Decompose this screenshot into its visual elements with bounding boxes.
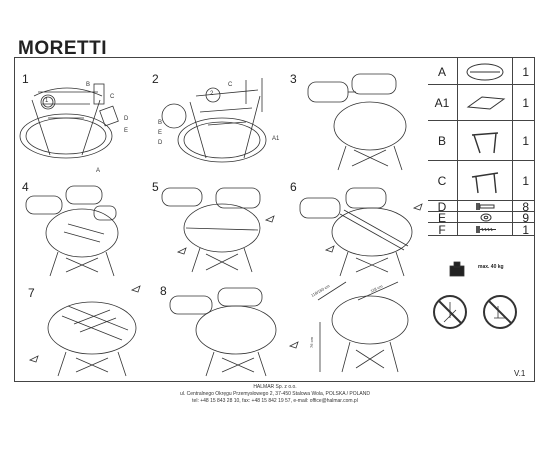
part-letter: A1 bbox=[434, 96, 450, 110]
step-number: 3 bbox=[290, 72, 297, 86]
part-qty: 8 bbox=[522, 200, 529, 214]
step-number: 7 bbox=[28, 286, 35, 300]
step-7-illustration bbox=[28, 285, 141, 377]
callout-label: E bbox=[158, 130, 163, 136]
leg-frame-c-icon bbox=[471, 172, 499, 194]
washer-icon bbox=[480, 213, 492, 222]
max-load-label: max. 40 kg bbox=[478, 264, 504, 270]
step-2-illustration bbox=[161, 78, 267, 163]
callout-label: C bbox=[110, 94, 115, 100]
footer-address: ul. Centralnego Okręgu Przemysłowego 2, … bbox=[179, 391, 370, 397]
part-letter: E bbox=[437, 211, 446, 225]
callout-label: E bbox=[124, 128, 129, 134]
tabletop-icon bbox=[466, 63, 504, 81]
callout-label: B bbox=[158, 120, 163, 126]
callout-label: D bbox=[124, 116, 129, 122]
callout-label: C bbox=[228, 82, 233, 88]
bolt-icon bbox=[476, 203, 495, 210]
document-title: MORETTI bbox=[18, 38, 107, 59]
callout-label: 1 bbox=[45, 98, 49, 104]
step-5-illustration bbox=[161, 187, 275, 273]
step-number: 4 bbox=[22, 180, 29, 194]
screw-icon bbox=[476, 226, 496, 233]
callout-label: D bbox=[158, 140, 163, 146]
footer-contact: tel: +48 15 843 28 10, fax: +48 15 842 1… bbox=[192, 398, 358, 404]
step-number: 2 bbox=[152, 72, 159, 86]
part-letter: B bbox=[437, 134, 446, 148]
leg-frame-b-icon bbox=[471, 132, 499, 154]
part-letter: A bbox=[437, 65, 446, 79]
callout-label: A1 bbox=[272, 136, 280, 142]
part-qty: 9 bbox=[522, 211, 529, 225]
callout-label: 2 bbox=[210, 91, 214, 97]
step-1-illustration bbox=[19, 83, 119, 159]
callout-circle bbox=[42, 96, 54, 108]
part-qty: 1 bbox=[522, 65, 529, 79]
callout-label: A bbox=[96, 168, 101, 174]
version-label: V.1 bbox=[514, 369, 526, 378]
step-number: 8 bbox=[160, 284, 167, 298]
instruction-sheet bbox=[14, 57, 535, 382]
weight-icon bbox=[449, 261, 465, 277]
step-3-illustration bbox=[307, 73, 407, 171]
step-4-illustration bbox=[25, 185, 119, 277]
step-number: 1 bbox=[22, 72, 29, 86]
step-number: 5 bbox=[152, 180, 159, 194]
part-row: D 8 bbox=[428, 200, 535, 214]
part-row: B 1 bbox=[428, 121, 535, 161]
step-number: 6 bbox=[290, 180, 297, 194]
part-row: A1 1 bbox=[428, 85, 535, 121]
step-8-illustration bbox=[169, 287, 299, 377]
part-qty: 1 bbox=[522, 134, 529, 148]
part-letter: F bbox=[438, 223, 446, 237]
no-standing-icon bbox=[433, 295, 467, 329]
part-qty: 1 bbox=[522, 96, 529, 110]
part-row: E 9 bbox=[428, 211, 535, 225]
height-label: 76 cm bbox=[308, 337, 314, 348]
no-sitting-icon bbox=[483, 295, 517, 329]
part-letter: D bbox=[437, 200, 447, 214]
footer-company: HALMAR Sp. z o.o. bbox=[253, 384, 297, 390]
part-qty: 1 bbox=[522, 174, 529, 188]
dimensions-illustration bbox=[317, 281, 409, 373]
part-qty: 1 bbox=[522, 223, 529, 237]
part-row: A 1 bbox=[428, 58, 535, 85]
step-6-illustration bbox=[299, 187, 423, 277]
callout-label: B bbox=[86, 82, 91, 88]
extension-leaf-icon bbox=[466, 96, 506, 110]
part-row: C 1 bbox=[428, 161, 535, 201]
part-row: F 1 bbox=[428, 223, 535, 237]
part-letter: C bbox=[437, 174, 447, 188]
